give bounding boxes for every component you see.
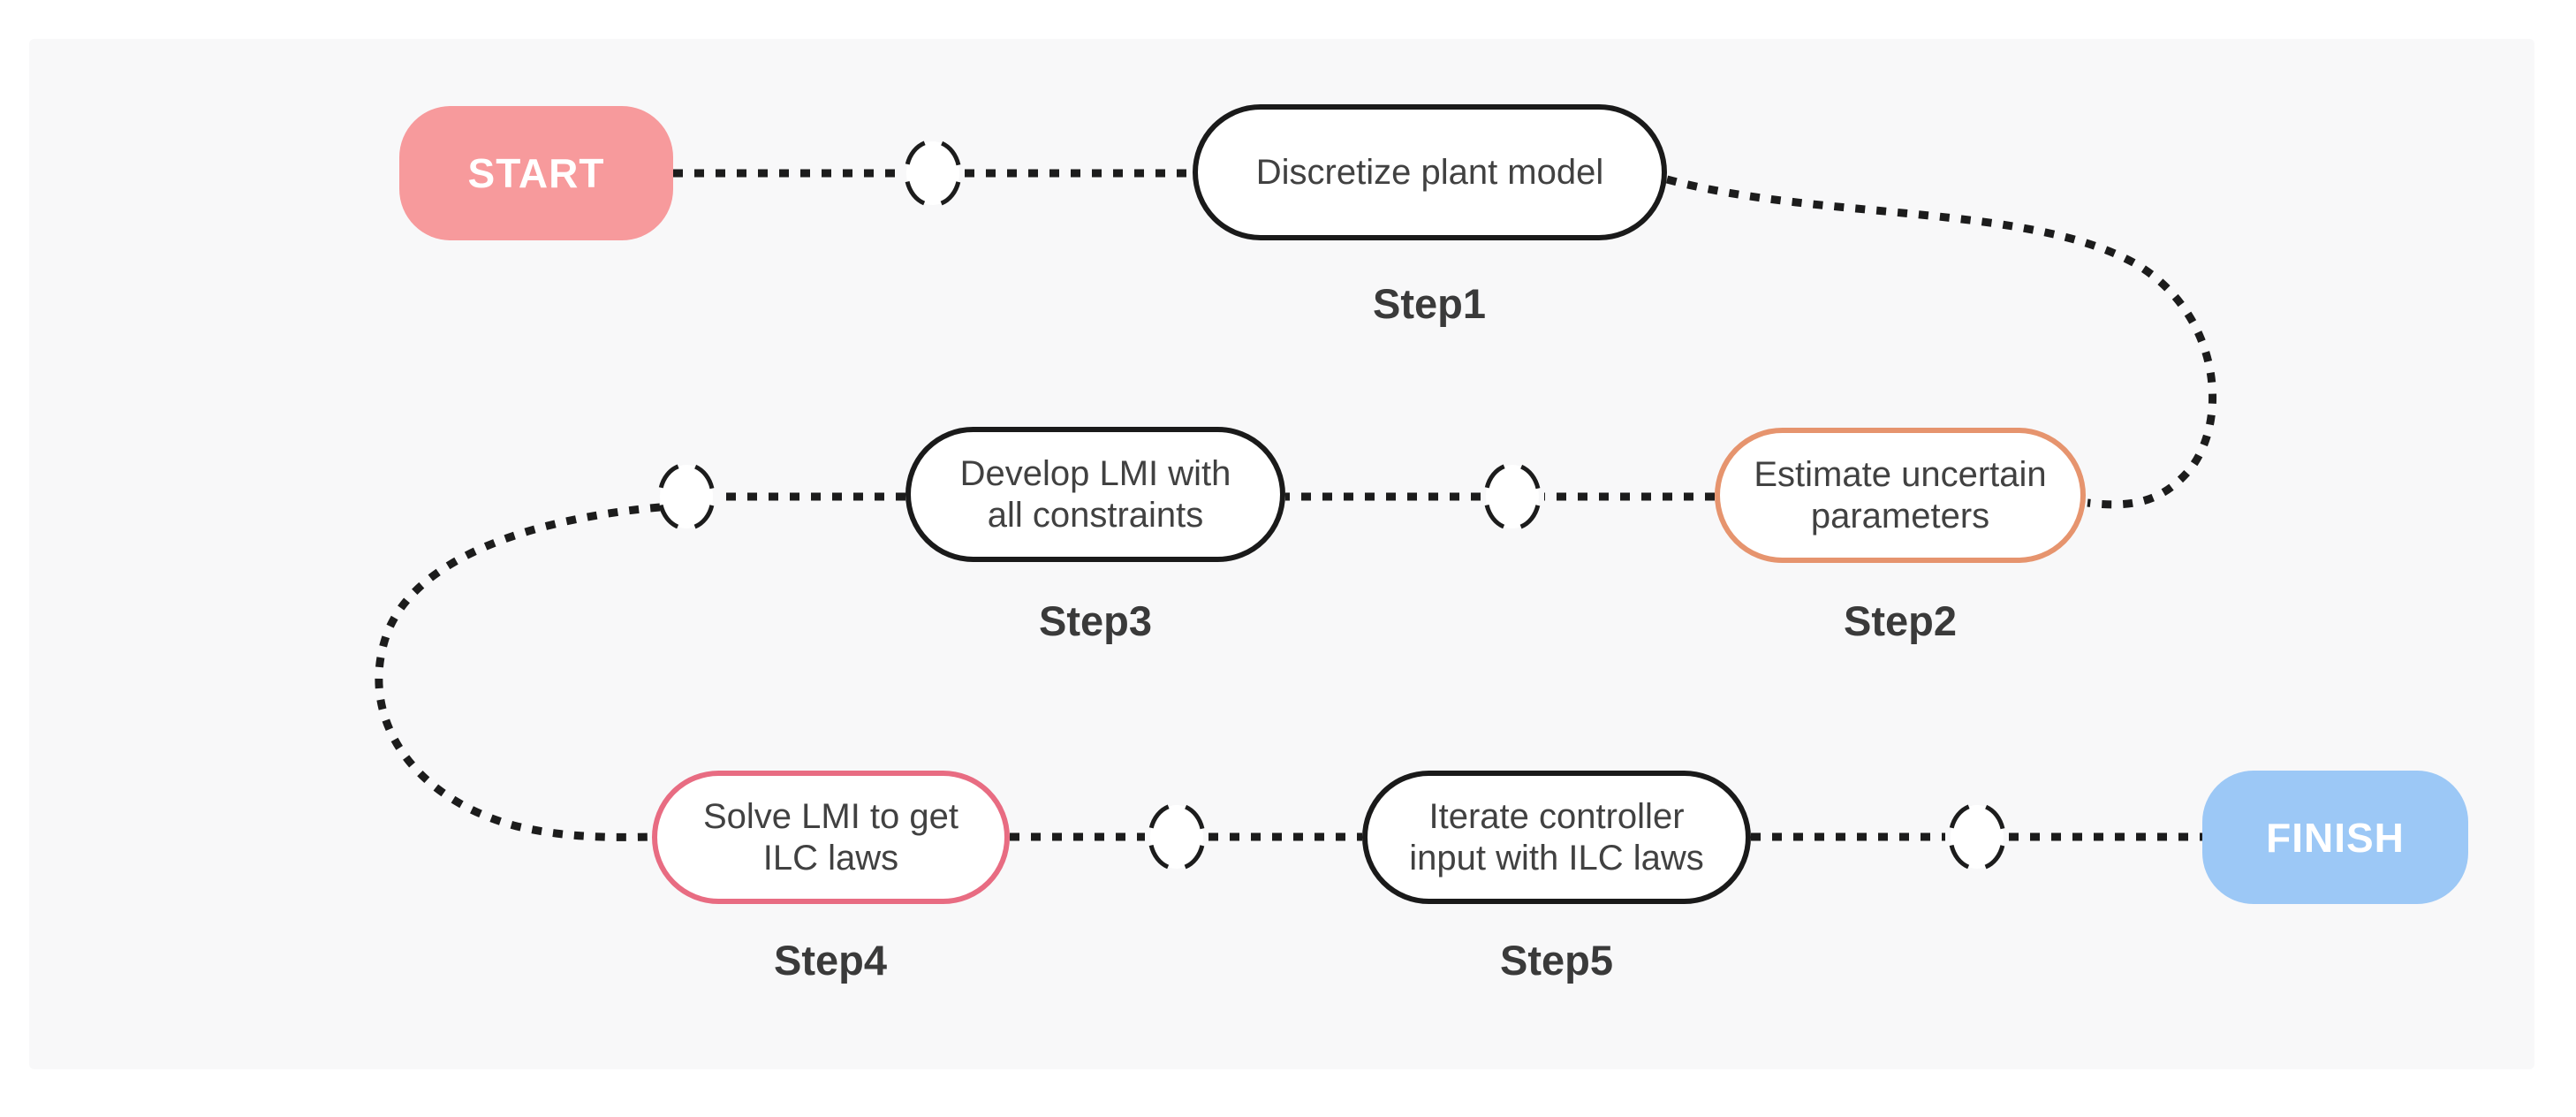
step2-node-text-line2: parameters <box>1810 496 1990 536</box>
junction-circle-5 <box>1948 802 2006 871</box>
step2-label: Step2 <box>1844 597 1957 644</box>
connector-step3-to-step4-curve <box>375 503 661 841</box>
step3-node-text-line2: all constraints <box>987 495 1204 535</box>
step5-node-text-line1: Iterate controller <box>1428 796 1685 836</box>
junction-circle-2 <box>1483 462 1542 531</box>
step5-label: Step5 <box>1500 937 1613 984</box>
step3-node-text-line1: Develop LMI with <box>959 453 1231 493</box>
step5-node-text-line2: input with ILC laws <box>1409 838 1704 878</box>
step4-label: Step4 <box>774 937 887 984</box>
step1-label: Step1 <box>1373 280 1486 327</box>
step1-node-text-line1: Discretize plant model <box>1255 152 1604 192</box>
step3-label: Step3 <box>1039 597 1152 644</box>
step2-node-text-line1: Estimate uncertain <box>1754 454 2047 494</box>
step4-node-text-line1: Solve LMI to get <box>702 796 959 836</box>
junction-circle-3 <box>657 462 716 531</box>
step2-node: Estimate uncertain parameters <box>1715 428 2086 563</box>
finish-node-label: FINISH <box>2266 814 2405 861</box>
step1-node: Discretize plant model <box>1193 104 1667 240</box>
start-node-label: START <box>467 150 605 196</box>
step3-node: Develop LMI with all constraints <box>905 427 1285 562</box>
junction-circle-1 <box>904 139 962 208</box>
finish-node: FINISH <box>2202 771 2468 904</box>
step5-node: Iterate controller input with ILC laws <box>1362 771 1751 904</box>
step4-node-text-line2: ILC laws <box>762 838 899 878</box>
start-node: START <box>399 106 673 240</box>
junction-circle-4 <box>1148 802 1206 871</box>
step4-node: Solve LMI to get ILC laws <box>652 771 1010 904</box>
connector-step1-to-step2-curve <box>1665 175 2216 509</box>
